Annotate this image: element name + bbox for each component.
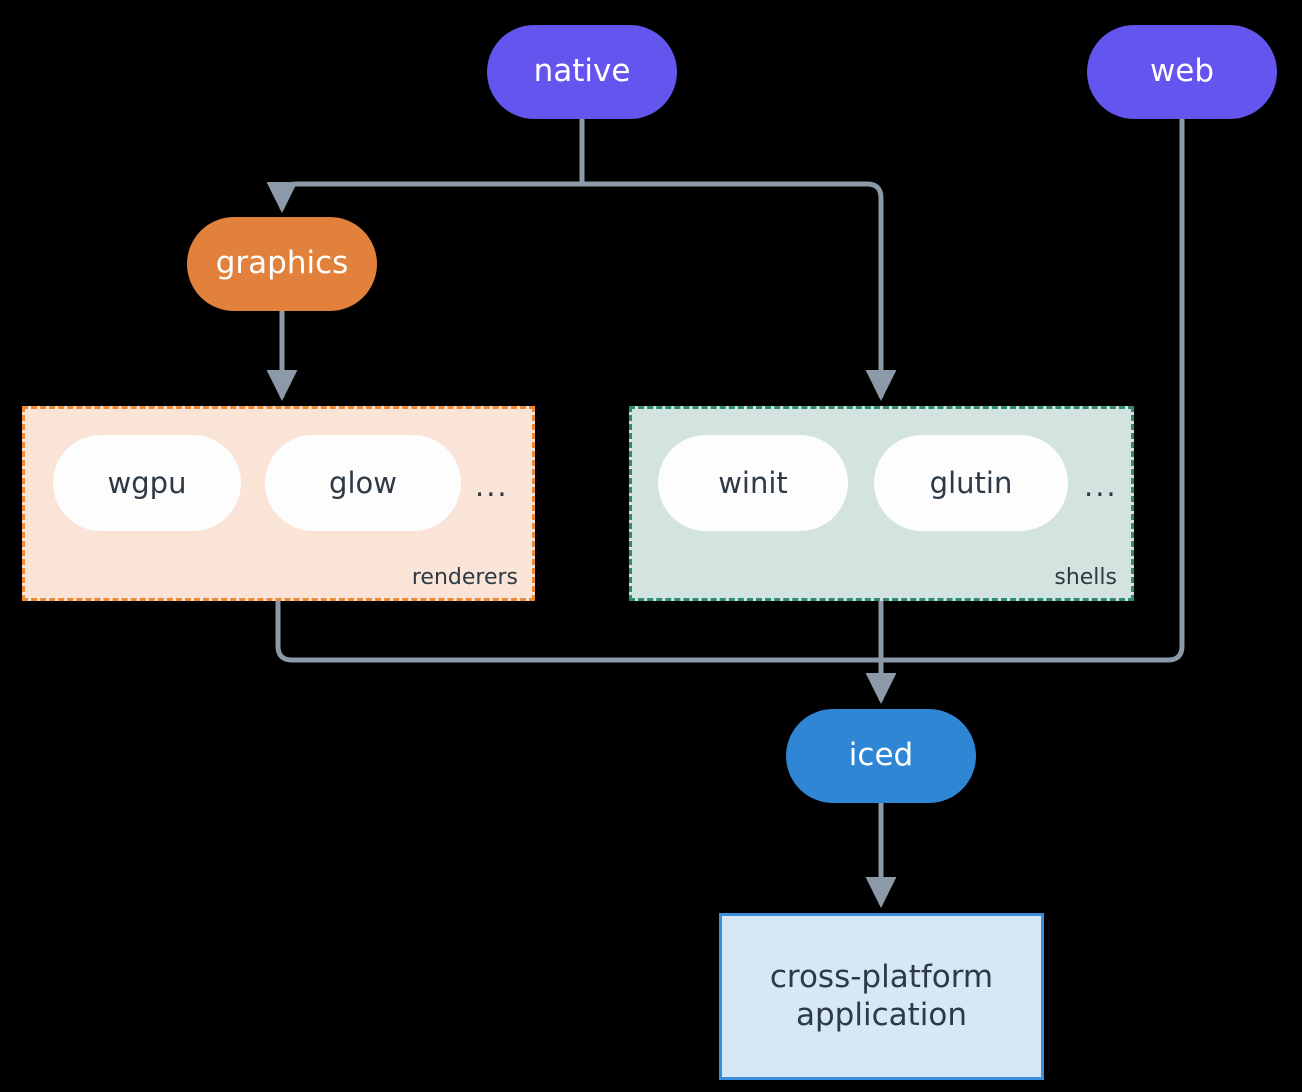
chip-winit[interactable]: winit: [658, 435, 848, 531]
chip-winit-label: winit: [718, 466, 788, 500]
application-label-line2: application: [796, 996, 967, 1033]
shells-more-ellipsis: ...: [1084, 469, 1118, 503]
chip-glutin[interactable]: glutin: [874, 435, 1068, 531]
edge-native-graphics: [266, 181, 585, 213]
node-application[interactable]: cross-platform application: [719, 913, 1044, 1080]
renderers-more-ellipsis: ...: [475, 469, 509, 503]
node-native[interactable]: native: [487, 25, 677, 119]
chip-glutin-label: glutin: [929, 466, 1013, 500]
edge-native-shells: [579, 181, 897, 401]
chip-glow[interactable]: glow: [265, 435, 461, 531]
group-shells: winit glutin ... shells: [629, 406, 1134, 601]
chip-wgpu[interactable]: wgpu: [53, 435, 241, 531]
node-web-label: web: [1149, 53, 1215, 90]
chip-wgpu-label: wgpu: [107, 466, 187, 500]
node-native-label: native: [533, 53, 631, 90]
chip-glow-label: glow: [329, 466, 397, 500]
edge-renderers-iced: [275, 598, 884, 663]
node-web[interactable]: web: [1087, 25, 1277, 119]
group-shells-label: shells: [1054, 565, 1117, 590]
node-graphics[interactable]: graphics: [187, 217, 377, 311]
node-graphics-label: graphics: [215, 245, 349, 282]
node-iced-label: iced: [848, 737, 914, 774]
node-iced[interactable]: iced: [786, 709, 976, 803]
group-renderers-label: renderers: [411, 565, 518, 590]
application-label-line1: cross-platform: [769, 958, 994, 995]
group-renderers: wgpu glow ... renderers: [22, 406, 535, 601]
